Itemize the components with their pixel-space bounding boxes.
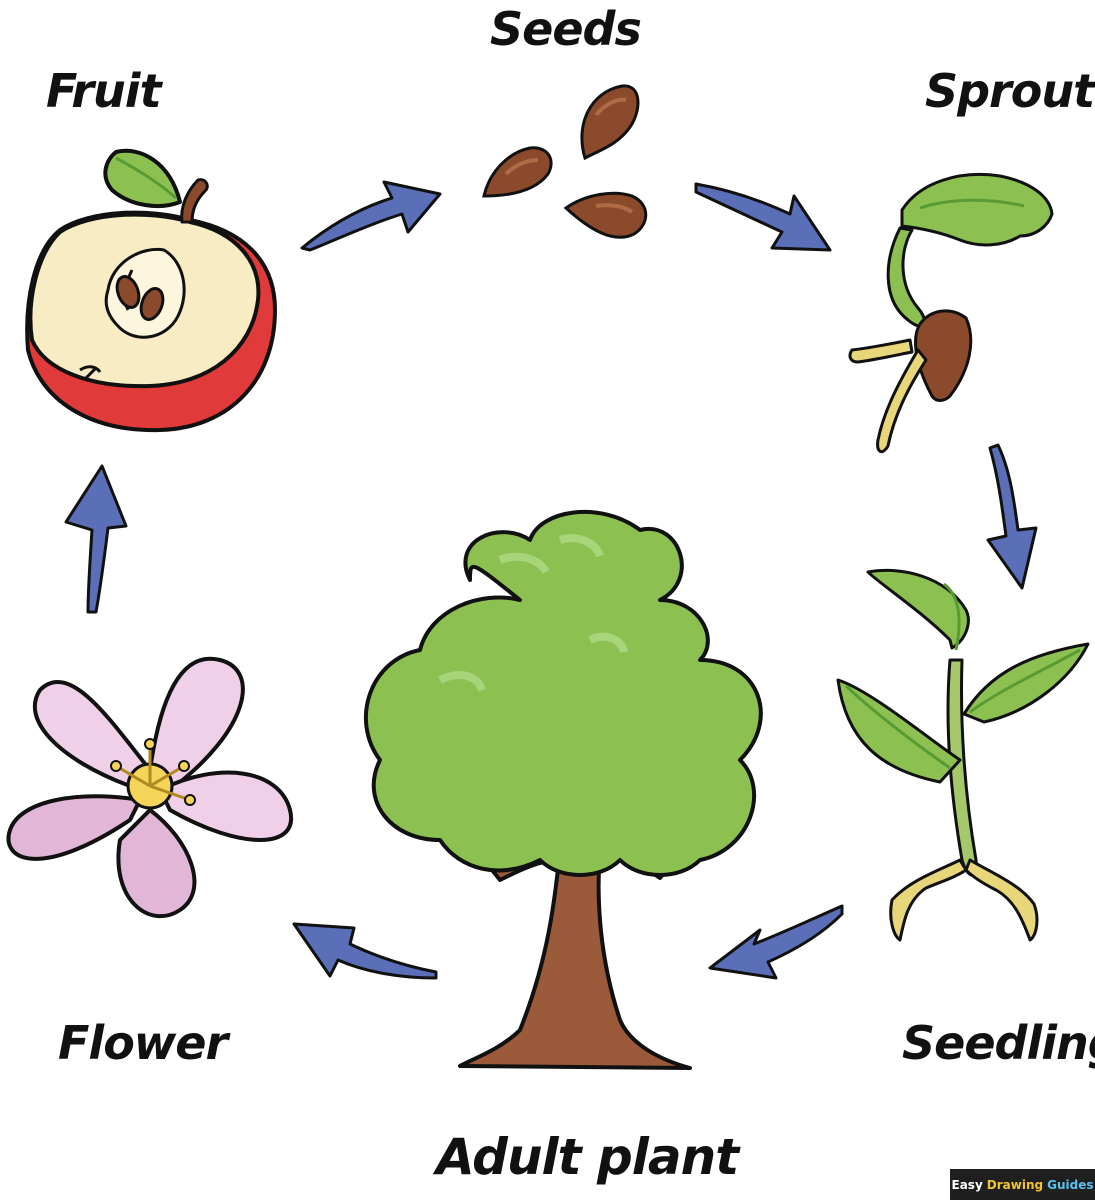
- seedling-illustration: [836, 568, 1090, 942]
- stage-label-fruit: Fruit: [46, 64, 162, 118]
- arrow-seeds-to-sprout: [694, 182, 832, 252]
- stage-label-seeds: Seeds: [490, 2, 642, 56]
- stage-label-adult-plant: Adult plant: [436, 1128, 739, 1186]
- brand-word-drawing: Drawing: [986, 1177, 1044, 1192]
- arrow-fruit-to-seeds: [300, 180, 442, 252]
- arrow-seedling-to-adult-plant: [708, 904, 844, 980]
- brand-word-easy: Easy: [951, 1177, 983, 1192]
- apple-illustration: [25, 148, 277, 433]
- brand-word-guides: Guides: [1047, 1177, 1094, 1192]
- tree-illustration: [363, 509, 763, 1070]
- brand-badge: Easy Drawing Guides: [950, 1169, 1095, 1200]
- stage-label-flower: Flower: [58, 1016, 228, 1070]
- flower-illustration: [6, 656, 294, 919]
- arrow-sprout-to-seedling: [986, 443, 1038, 590]
- stage-label-sprout: Sprout: [925, 64, 1095, 118]
- sprout-illustration: [848, 173, 1054, 454]
- arrow-flower-to-fruit: [64, 464, 128, 614]
- seeds-illustration: [482, 84, 648, 239]
- arrow-adult-plant-to-flower: [292, 922, 438, 980]
- stage-label-seedling: Seedling: [902, 1016, 1095, 1070]
